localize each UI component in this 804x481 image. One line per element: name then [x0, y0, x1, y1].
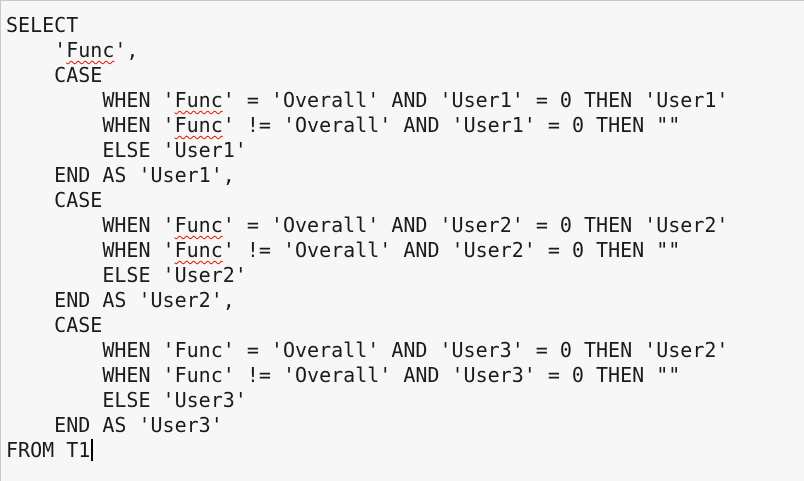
- code-text: WHEN ': [6, 88, 175, 112]
- code-line[interactable]: WHEN 'Func' = 'Overall' AND 'User3' = 0 …: [6, 338, 804, 363]
- code-line[interactable]: WHEN 'Func' != 'Overall' AND 'User3' = 0…: [6, 363, 804, 388]
- code-text: FROM T1: [6, 438, 91, 462]
- code-area: SELECT 'Func', CASE WHEN 'Func' = 'Overa…: [1, 1, 804, 463]
- code-line[interactable]: WHEN 'Func' != 'Overall' AND 'User1' = 0…: [6, 113, 804, 138]
- code-text: CASE: [6, 188, 103, 212]
- code-text: WHEN 'Func' = 'Overall' AND 'User3' = 0 …: [6, 338, 729, 362]
- code-line[interactable]: FROM T1: [6, 438, 804, 463]
- code-text: ELSE 'User2': [6, 263, 247, 287]
- misspelled-word: Func: [174, 88, 223, 112]
- code-text: WHEN 'Func' != 'Overall' AND 'User3' = 0…: [6, 363, 681, 387]
- code-text: CASE: [6, 63, 103, 87]
- code-line[interactable]: ELSE 'User1': [6, 138, 804, 163]
- code-text: ELSE 'User3': [6, 388, 247, 412]
- code-text: WHEN ': [6, 113, 175, 137]
- code-text: ' != 'Overall' AND 'User2' = 0 THEN "": [222, 238, 681, 262]
- code-line[interactable]: WHEN 'Func' = 'Overall' AND 'User1' = 0 …: [6, 88, 804, 113]
- code-text: ': [6, 38, 67, 62]
- code-line[interactable]: ELSE 'User3': [6, 388, 804, 413]
- code-text: ' != 'Overall' AND 'User1' = 0 THEN "": [222, 113, 681, 137]
- code-line[interactable]: SELECT: [6, 13, 804, 38]
- code-text: ' = 'Overall' AND 'User1' = 0 THEN 'User…: [222, 88, 729, 112]
- misspelled-word: Func: [66, 38, 115, 62]
- code-line[interactable]: CASE: [6, 63, 804, 88]
- code-text: ELSE 'User1': [6, 138, 247, 162]
- code-text: END AS 'User2',: [6, 288, 235, 312]
- code-text: SELECT: [6, 13, 79, 37]
- text-cursor: [91, 439, 93, 461]
- misspelled-word: Func: [174, 238, 223, 262]
- code-line[interactable]: WHEN 'Func' = 'Overall' AND 'User2' = 0 …: [6, 213, 804, 238]
- code-line[interactable]: 'Func',: [6, 38, 804, 63]
- code-line[interactable]: END AS 'User3': [6, 413, 804, 438]
- code-text: END AS 'User1',: [6, 163, 235, 187]
- misspelled-word: Func: [174, 113, 223, 137]
- code-line[interactable]: ELSE 'User2': [6, 263, 804, 288]
- code-text: ',: [114, 38, 139, 62]
- code-line[interactable]: WHEN 'Func' != 'Overall' AND 'User2' = 0…: [6, 238, 804, 263]
- code-text: END AS 'User3': [6, 413, 223, 437]
- code-text: WHEN ': [6, 238, 175, 262]
- code-text: CASE: [6, 313, 103, 337]
- code-line[interactable]: END AS 'User2',: [6, 288, 804, 313]
- code-line[interactable]: END AS 'User1',: [6, 163, 804, 188]
- code-line[interactable]: CASE: [6, 188, 804, 213]
- code-text: WHEN ': [6, 213, 175, 237]
- misspelled-word: Func: [174, 213, 223, 237]
- code-line[interactable]: CASE: [6, 313, 804, 338]
- code-text: ' = 'Overall' AND 'User2' = 0 THEN 'User…: [222, 213, 729, 237]
